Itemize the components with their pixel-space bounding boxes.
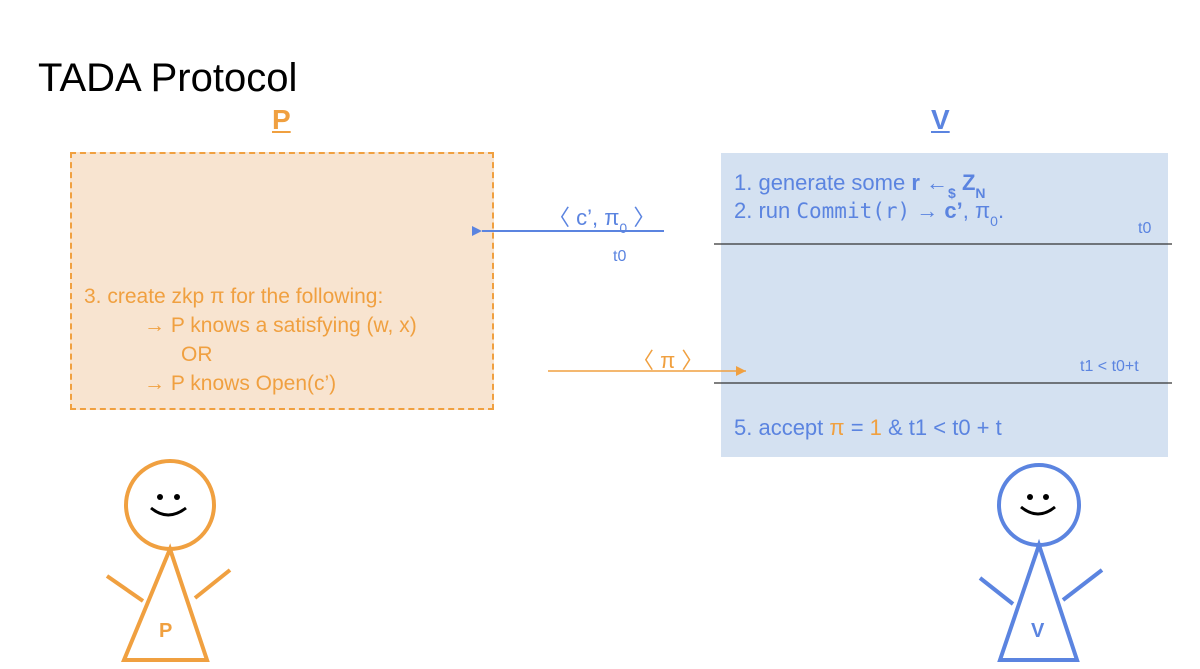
step1-Z: Z [961, 170, 976, 195]
step1-r: r [911, 170, 920, 195]
step1-Zsub: N [975, 185, 986, 201]
step1-arrow: ← [919, 170, 949, 195]
step2-end: . [997, 198, 1005, 223]
step3-intro: 3. create zkp π for the following: [84, 285, 384, 308]
verifier-box [721, 153, 1168, 457]
step1-prefix: 1. generate some [734, 170, 912, 195]
prover-box [70, 152, 494, 410]
verifier-figure [978, 463, 1104, 662]
prover-figure-letter: P [159, 620, 173, 642]
step3-option1: → P knows a satisfying (w, x) [144, 314, 417, 337]
step3-option2: → P knows Open(c’) [144, 372, 337, 395]
verifier-figure-letter: V [1031, 620, 1045, 642]
verifier-face [1020, 494, 1056, 516]
step5-one: 1 [869, 415, 882, 440]
verifier-step2: 2. run Commit(r) → c’, π0. [734, 198, 1005, 229]
msg1-sub: 0 [619, 220, 628, 236]
prover-label: P [272, 104, 291, 135]
message-commitment: 〈 c’, π0 〉 [548, 200, 656, 236]
step3-or: OR [181, 343, 213, 366]
verifier-label: V [931, 104, 950, 135]
time-t0-message: t0 [613, 248, 627, 265]
step2-prefix: 2. run [734, 198, 797, 223]
prover-step3: 3. create zkp π for the following: → P kn… [84, 282, 417, 398]
step5-rest: & t1 < t0 + t [881, 415, 1002, 440]
verifier-step1: 1. generate some r ←$ ZN [734, 170, 986, 201]
msg1-open: 〈 c’, π [548, 205, 620, 230]
step2-c: c’ [944, 198, 963, 223]
step2-code: Commit(r) [796, 199, 911, 223]
prover-figure [105, 459, 232, 662]
slide-title: TADA Protocol [38, 56, 298, 100]
step2-rest: , π [962, 198, 991, 223]
prover-face [150, 494, 187, 517]
time-t1-line: t1 < t0+t [1080, 358, 1139, 375]
step2-arrow: → [910, 198, 945, 223]
step5-prefix: 5. accept [734, 415, 830, 440]
time-t0-line: t0 [1138, 220, 1152, 237]
message-proof: 〈 π 〉 [632, 348, 704, 373]
step1-sub: $ [948, 185, 956, 201]
step2-sub: 0 [990, 213, 998, 229]
msg1-close: 〉 [627, 205, 656, 230]
step5-eq: = [844, 415, 870, 440]
verifier-step5: 5. accept π = 1 & t1 < t0 + t [734, 415, 1002, 441]
step5-pi: π [829, 415, 845, 440]
